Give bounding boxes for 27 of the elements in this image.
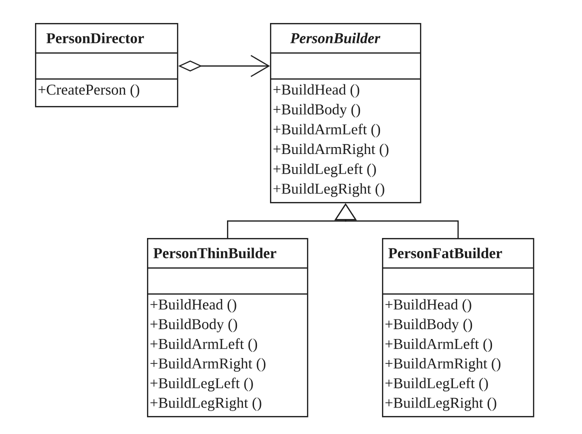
method-text: +BuildHead () <box>385 299 472 313</box>
method-text: +BuildArmRight () <box>150 358 266 372</box>
method-text: +BuildBody () <box>385 318 472 332</box>
method-text: +BuildArmLeft () <box>385 338 492 352</box>
class-name: PersonThinBuilder <box>153 248 276 258</box>
method-text: +BuildArmLeft () <box>150 338 258 352</box>
method-text: +BuildLegLeft () <box>273 163 376 178</box>
method-text: +BuildArmLeft () <box>273 124 380 138</box>
method-text: +CreatePerson () <box>38 84 140 98</box>
class-name: PersonDirector <box>46 32 144 44</box>
class-box <box>147 238 308 418</box>
method-text: +BuildHead () <box>150 299 236 313</box>
class-name: PersonBuilder <box>290 32 380 44</box>
method-text: +BuildLegRight () <box>150 397 262 411</box>
class-box <box>382 238 534 418</box>
class-box <box>270 23 422 204</box>
class-name: PersonFatBuilder <box>388 248 502 258</box>
method-text: +BuildHead () <box>273 84 360 98</box>
method-text: +BuildLegLeft () <box>150 378 253 392</box>
class-box <box>35 23 178 108</box>
method-text: +BuildLegRight () <box>385 397 496 411</box>
method-text: +BuildLegLeft () <box>385 378 488 392</box>
method-text: +BuildArmRight () <box>385 358 500 372</box>
method-text: +BuildLegRight () <box>273 183 384 197</box>
method-text: +BuildBody () <box>150 318 238 332</box>
method-text: +BuildBody () <box>273 104 360 118</box>
method-text: +BuildArmRight () <box>273 144 388 158</box>
